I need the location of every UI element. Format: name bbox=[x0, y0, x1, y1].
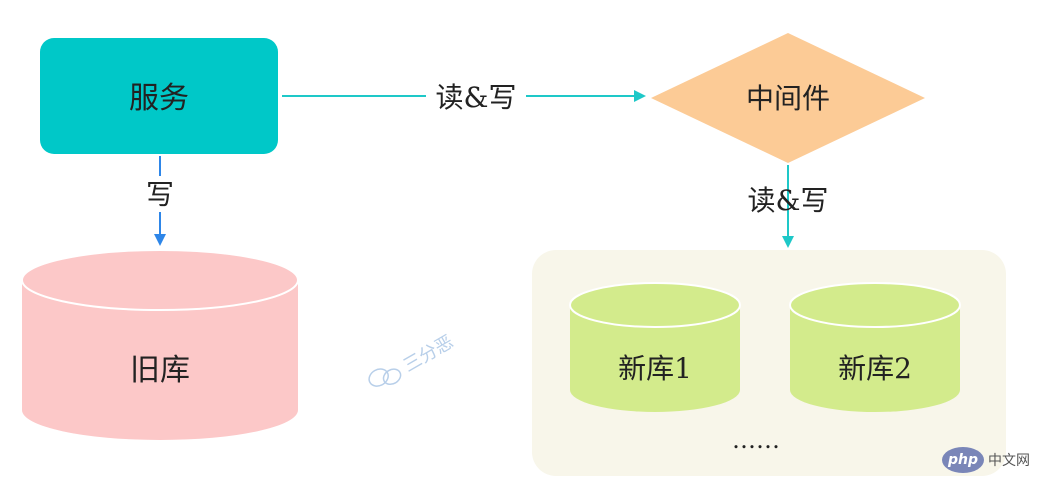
old-db-label: 旧库 bbox=[130, 353, 190, 388]
edge-label-middleware-new-dbs: 读&写 bbox=[748, 184, 829, 217]
new-db-1-label: 新库1 bbox=[618, 352, 692, 385]
edge-label-service-old-db: 写 bbox=[146, 178, 174, 211]
site-name: 中文网 bbox=[988, 453, 1030, 469]
new-db-2-label: 新库2 bbox=[838, 352, 912, 385]
new-db-2-node: 新库2 bbox=[789, 282, 961, 412]
watermark-text: 三分恶 bbox=[400, 331, 457, 376]
more-dbs-ellipsis: …… bbox=[732, 426, 780, 454]
watermark: 三分恶 bbox=[368, 331, 457, 387]
new-db-1-node: 新库1 bbox=[569, 282, 741, 412]
wechat-icon bbox=[368, 368, 402, 387]
php-logo: php bbox=[942, 447, 984, 473]
middleware-label: 中间件 bbox=[746, 82, 830, 115]
middleware-node: 中间件 bbox=[651, 33, 925, 163]
edge-label-service-middleware: 读&写 bbox=[436, 81, 517, 114]
service-label: 服务 bbox=[129, 81, 189, 116]
old-db-node: 旧库 bbox=[21, 249, 299, 440]
service-node: 服务 bbox=[40, 38, 278, 154]
